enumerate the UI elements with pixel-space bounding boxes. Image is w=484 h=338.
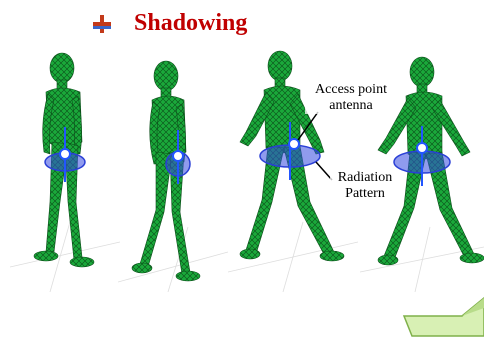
antenna-node <box>289 139 299 149</box>
antenna-node <box>417 143 427 153</box>
title-row: Shadowing <box>92 10 247 37</box>
ground-grid <box>10 222 120 292</box>
human-figure-3 <box>228 42 358 292</box>
antenna-node <box>60 149 70 159</box>
human-figure-2 <box>118 42 228 292</box>
slide-title: Shadowing <box>134 10 247 37</box>
next-arrow-shape[interactable] <box>402 296 484 338</box>
antenna-node <box>173 151 183 161</box>
bullet-plus-icon <box>92 14 112 34</box>
body-mesh <box>132 61 200 281</box>
human-figure-4 <box>360 42 484 292</box>
ground-grid <box>118 227 228 292</box>
human-figure-1 <box>10 42 120 292</box>
